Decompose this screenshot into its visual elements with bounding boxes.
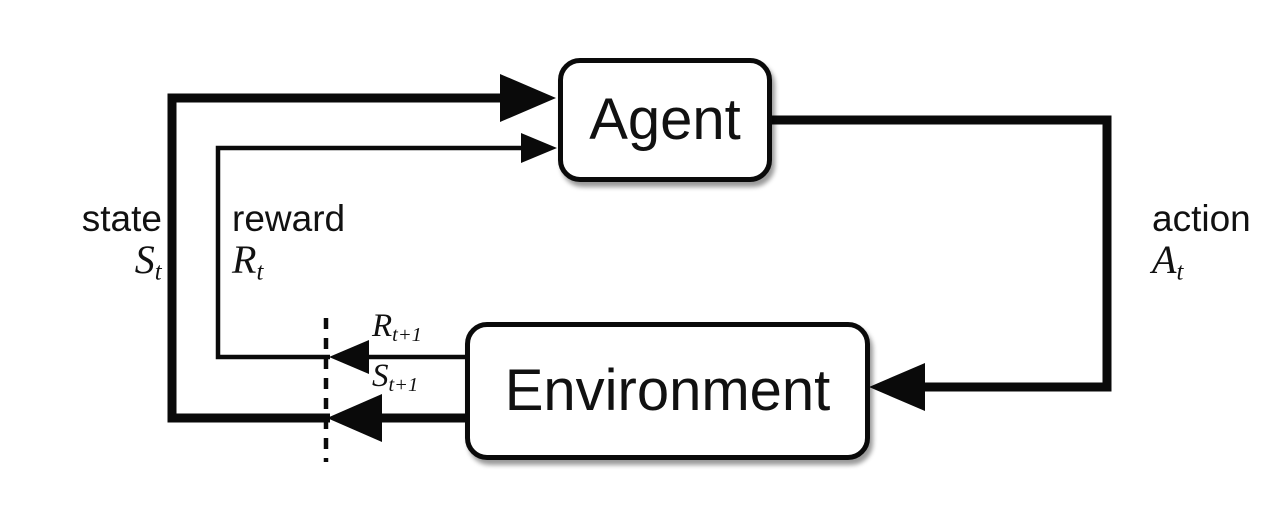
edge-label-reward-next: Rt+1 — [372, 310, 422, 346]
state-word: state — [81, 198, 162, 239]
reward-symbol-subscript: t — [256, 258, 264, 286]
reward-next-base: R — [372, 308, 393, 344]
state-next-base: S — [372, 358, 389, 394]
edge-label-reward: reward Rt — [232, 198, 346, 286]
edge-reward-emit — [329, 340, 465, 374]
edge-label-action: action At — [1152, 198, 1251, 286]
reward-next-subscript: t+1 — [392, 324, 422, 347]
action-word: action — [1152, 198, 1251, 239]
state-next-subscript: t+1 — [388, 374, 419, 397]
edge-reward-feedback — [215, 133, 557, 360]
state-symbol-subscript: t — [154, 258, 162, 286]
reward-symbol-base: R — [232, 236, 257, 282]
node-agent[interactable]: Agent — [558, 58, 772, 182]
action-symbol: At — [1152, 236, 1251, 286]
edge-label-state-next: St+1 — [372, 360, 418, 396]
node-environment[interactable]: Environment — [465, 322, 870, 460]
action-symbol-base: A — [1152, 236, 1177, 282]
state-symbol: St — [42, 236, 162, 286]
edge-action-forward — [772, 115, 1112, 411]
node-agent-label: Agent — [589, 87, 741, 152]
edge-state-feedback — [167, 74, 556, 423]
reward-symbol: Rt — [232, 236, 345, 286]
edge-state-emit — [327, 394, 465, 442]
reward-word: reward — [232, 198, 346, 239]
state-symbol-base: S — [134, 236, 155, 282]
action-symbol-subscript: t — [1176, 258, 1184, 286]
edge-label-state: state St — [42, 198, 162, 286]
node-environment-label: Environment — [504, 358, 831, 423]
